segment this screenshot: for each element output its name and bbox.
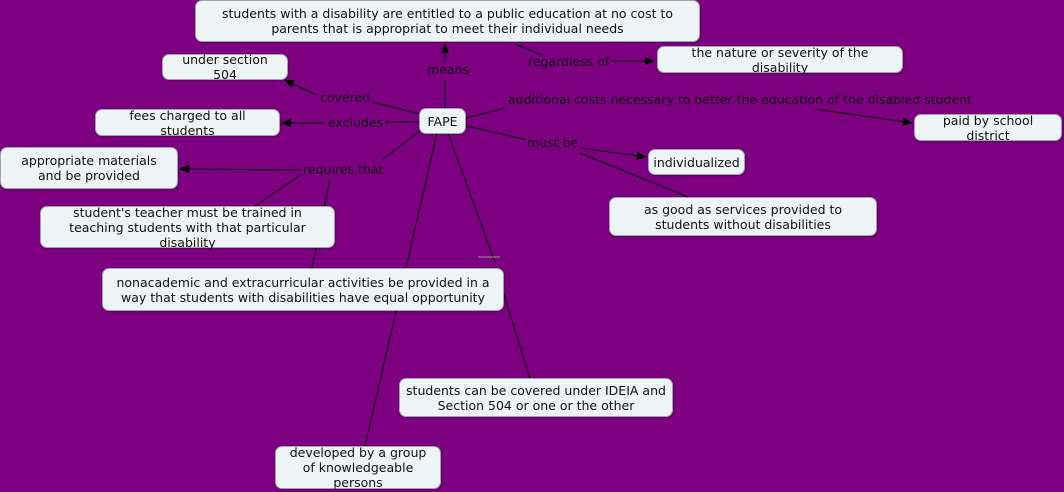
link-ideia — [447, 132, 496, 263]
link-mustbe — [465, 125, 529, 141]
node-section504[interactable]: under section 504 — [162, 52, 288, 82]
link-covered-arrow — [284, 79, 317, 96]
node-center-fape[interactable]: FAPE — [419, 108, 466, 134]
link-covered — [371, 101, 421, 115]
link-requires-teacher — [254, 173, 303, 207]
label-excludes: excludes — [326, 115, 386, 130]
link-ideia-lower — [502, 291, 531, 379]
label-covered: covered — [318, 90, 373, 105]
node-good-as[interactable]: as good as services provided to students… — [609, 197, 877, 236]
label-additional: additional costs necessary to better the… — [506, 92, 974, 107]
link-mustbe-arrow — [579, 147, 647, 160]
node-individualized[interactable]: individualized — [648, 149, 745, 175]
label-regardless: regardless of — [526, 54, 612, 69]
node-ideia[interactable]: students can be covered under IDEIA and … — [399, 378, 673, 417]
link-regardless — [514, 43, 546, 57]
link-additional — [465, 107, 506, 119]
node-paid[interactable]: paid by school district — [914, 113, 1062, 143]
node-fees[interactable]: fees charged to all students — [95, 108, 280, 138]
link-additional-arrow — [814, 108, 913, 126]
node-nonacademic[interactable]: nonacademic and extracurricular activiti… — [102, 268, 504, 311]
label-requires: requires that — [301, 162, 386, 177]
link-requires-arrow — [179, 165, 303, 174]
node-teacher[interactable]: student's teacher must be trained in tea… — [40, 205, 335, 250]
link-requires — [381, 130, 421, 161]
node-definition[interactable]: students with a disability are entitled … — [195, 0, 700, 42]
link-mustbe-goodas — [579, 152, 689, 198]
label-means: means — [425, 62, 471, 77]
node-materials[interactable]: appropriate materials and be provided — [0, 147, 178, 189]
label-must-be: must be — [525, 135, 581, 150]
node-nature[interactable]: the nature or severity of the disability — [657, 45, 903, 75]
node-developed[interactable]: developed by a group of knowledgeable pe… — [275, 445, 441, 490]
